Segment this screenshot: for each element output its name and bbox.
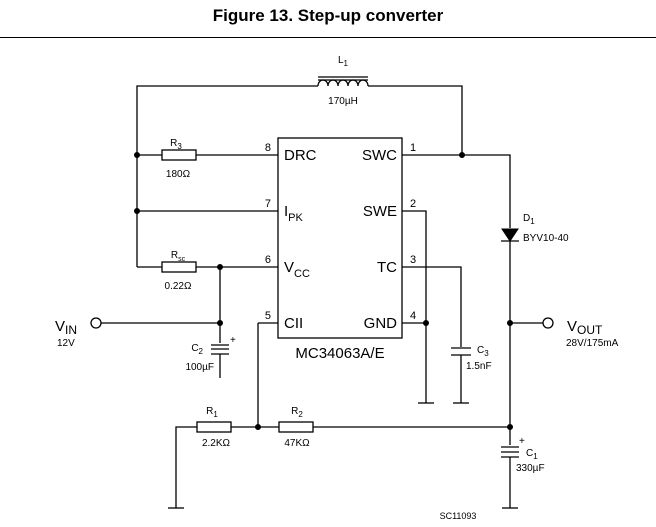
junction-vout: [507, 320, 513, 326]
junction-vcc: [217, 264, 223, 270]
r3-ref-sub: 3: [177, 142, 182, 151]
junction-c1: [507, 424, 513, 430]
pin-name-vcc-sub: CC: [294, 268, 310, 280]
junction-ipk: [134, 208, 140, 214]
resistor-rsc: [161, 261, 197, 273]
svg-text:IPK: IPK: [284, 203, 304, 224]
pin-number-8: 8: [265, 142, 271, 154]
c2-polarity: +: [230, 335, 236, 346]
pin-number-4: 4: [410, 310, 416, 322]
r3-value: 180Ω: [166, 169, 191, 180]
svg-text:Rsc: Rsc: [171, 250, 186, 263]
c2-ref-sub: 2: [199, 347, 204, 356]
r1-ground-wire: [175, 426, 197, 508]
c2-ref: C: [191, 343, 198, 354]
svg-text:C2: C2: [191, 343, 203, 356]
c1-value: 330µF: [516, 463, 545, 474]
c1-ref: C: [526, 448, 533, 459]
vin-label-sub: IN: [65, 323, 77, 337]
figure-title: Figure 13. Step-up converter: [212, 6, 444, 25]
swc-to-diode-wire: [422, 154, 511, 228]
pin-number-5: 5: [265, 310, 271, 322]
title-divider: [0, 37, 656, 38]
pin-name-ipk: I: [284, 203, 288, 220]
r2-ref-sub: 2: [298, 410, 303, 419]
svg-text:R1: R1: [206, 406, 218, 419]
c3-ref: C: [477, 345, 484, 356]
d1-ref: D: [523, 213, 530, 224]
diode-d1: [501, 228, 519, 242]
l1-ref-sub: 1: [344, 59, 349, 68]
vout-value: 28V/175mA: [566, 338, 619, 349]
r1-value: 2.2KΩ: [202, 438, 231, 449]
svg-text:R2: R2: [291, 406, 303, 419]
vin-terminal: [90, 317, 102, 329]
pin-name-ipk-sub: PK: [288, 212, 303, 224]
resistor-r3: [161, 149, 197, 161]
r2-value: 47KΩ: [284, 438, 310, 449]
c3-ref-sub: 3: [484, 349, 489, 358]
svg-text:D1: D1: [523, 213, 535, 226]
input-bus-wire: [136, 85, 318, 267]
swe-to-ground-wire: [422, 210, 427, 403]
rsc-value: 0.22Ω: [165, 281, 192, 292]
vin-value: 12V: [57, 338, 75, 349]
tc-to-c3-wire: [422, 266, 462, 347]
svg-text:C3: C3: [477, 345, 489, 358]
pin-name-swe: SWE: [363, 203, 397, 220]
inductor-to-swc-wire: [368, 85, 463, 155]
r1-ref-sub: 1: [213, 410, 218, 419]
rsc-ref-sub: sc: [178, 256, 186, 263]
svg-text:R3: R3: [170, 138, 182, 151]
vout-label: V: [567, 318, 577, 335]
d1-value: BYV10-40: [523, 233, 569, 244]
pin-name-swc: SWC: [362, 147, 397, 164]
pin-number-7: 7: [265, 198, 271, 210]
pin-number-3: 3: [410, 254, 416, 266]
pin-name-vcc: V: [284, 259, 294, 276]
vin-label: V: [55, 318, 65, 335]
r3-ref: R: [170, 138, 177, 149]
junction-gnd: [423, 320, 429, 326]
drawing-code: SC11093: [440, 511, 477, 521]
c1-polarity: +: [519, 436, 525, 447]
junction-vin: [217, 320, 223, 326]
r2-ref: R: [291, 406, 298, 417]
ic-part-number: MC34063A/E: [295, 345, 384, 362]
svg-text:VIN: VIN: [55, 318, 77, 337]
junction-swc: [459, 152, 465, 158]
resistor-r1: [196, 421, 232, 433]
c2-value: 100µF: [185, 362, 214, 373]
resistor-r2: [278, 421, 314, 433]
r1-ref: R: [206, 406, 213, 417]
rsc-ref: R: [171, 250, 178, 261]
ic-body: [277, 137, 403, 339]
junction-feedback: [255, 424, 261, 430]
svg-text:L1: L1: [338, 55, 349, 68]
junction-r3: [134, 152, 140, 158]
vout-label-sub: OUT: [577, 323, 603, 337]
pin-name-gnd: GND: [364, 315, 398, 332]
pin-number-6: 6: [265, 254, 271, 266]
d1-ref-sub: 1: [530, 217, 535, 226]
svg-text:VOUT: VOUT: [567, 318, 603, 337]
l1-value: 170µH: [328, 96, 358, 107]
svg-text:VCC: VCC: [284, 259, 310, 280]
svg-text:C1: C1: [526, 448, 538, 461]
vout-terminal: [542, 317, 554, 329]
inductor-l1: [317, 79, 369, 87]
pin-number-1: 1: [410, 142, 416, 154]
c1-ref-sub: 1: [533, 452, 538, 461]
pin-number-2: 2: [410, 198, 416, 210]
pin-name-cii: CII: [284, 315, 303, 332]
c3-value: 1.5nF: [466, 361, 492, 372]
l1-ref: L: [338, 55, 344, 66]
pin-name-tc: TC: [377, 259, 397, 276]
pin-name-drc: DRC: [284, 147, 317, 164]
